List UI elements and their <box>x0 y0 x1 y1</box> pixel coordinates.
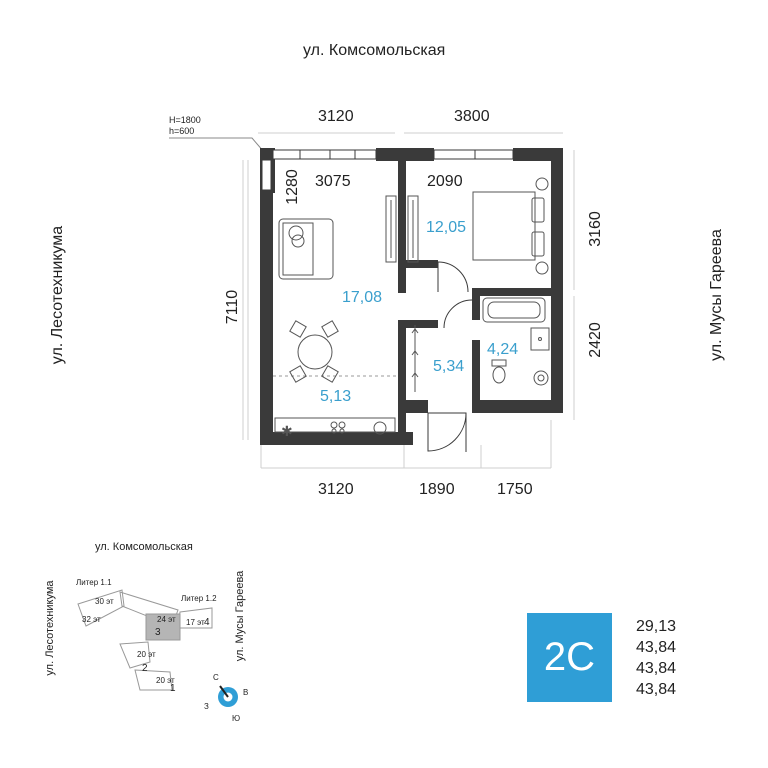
sofa-icon <box>278 218 334 280</box>
room-area-kitchen: 5,13 <box>320 388 352 405</box>
doors <box>427 261 473 452</box>
compass-icon <box>218 685 238 707</box>
dim-top-right: 3800 <box>454 108 490 125</box>
dim-bottom-left: 3120 <box>318 481 354 498</box>
site-section-1: 1 <box>170 683 176 694</box>
site-section-3: 3 <box>155 627 161 638</box>
site-section-2: 2 <box>142 663 148 674</box>
site-floors-32: 32 эт <box>82 615 101 624</box>
room-area-bath: 4,24 <box>487 341 519 358</box>
window-height-note: H=1800 h=600 <box>169 115 201 137</box>
bathtub-icon <box>482 297 546 323</box>
area-value: 43,84 <box>636 660 677 677</box>
area-value: 43,84 <box>636 639 677 656</box>
area-value: 43,84 <box>636 681 677 698</box>
dim-bottom-right: 1750 <box>497 481 533 498</box>
window-note-line1: H=1800 <box>169 115 201 125</box>
compass-east: В <box>243 688 249 697</box>
walls <box>260 148 563 445</box>
dim-inner-living-width: 3075 <box>315 173 351 190</box>
dining-table-icon <box>289 320 339 383</box>
areas-list: 29,13 43,84 43,84 43,84 <box>636 616 676 700</box>
site-street-top: ул. Комсомольская <box>95 541 193 553</box>
room-area-living: 17,08 <box>342 289 383 306</box>
site-liter-1-2: Литер 1.2 <box>181 594 217 603</box>
svg-text:✱: ✱ <box>281 424 293 440</box>
site-floors-30: 30 эт <box>95 597 114 606</box>
dim-inner-bedroom-width: 2090 <box>427 173 463 190</box>
washing-machine-icon <box>533 370 549 386</box>
site-floors-20a: 20 эт <box>137 650 156 659</box>
window-note-line2: h=600 <box>169 126 195 136</box>
site-liter-1-1: Литер 1.1 <box>76 578 112 587</box>
sink-icon <box>530 327 550 351</box>
bed-icon <box>472 177 549 275</box>
site-section-4: 4 <box>204 617 210 628</box>
tv-cabinet-icon <box>385 195 419 263</box>
dim-top-left: 3120 <box>318 108 354 125</box>
area-value: 29,13 <box>636 618 677 635</box>
compass-south: Ю <box>232 714 241 723</box>
compass-north: С <box>213 673 219 682</box>
site-building-current <box>145 613 181 641</box>
street-top-label: ул. Комсомольская <box>303 42 446 59</box>
dimension-lines <box>242 132 575 469</box>
windows <box>261 149 514 191</box>
apartment-type-badge: 2С <box>527 613 612 702</box>
site-floors-24: 24 эт <box>157 615 176 624</box>
hanger-icons <box>411 325 419 392</box>
apartment-type-label: 2С <box>543 635 596 679</box>
site-floors-20b: 20 эт <box>156 676 175 685</box>
dim-bottom-mid: 1890 <box>419 481 455 498</box>
room-area-hall: 5,34 <box>433 358 465 375</box>
toilet-icon <box>491 359 507 384</box>
site-floors-17: 17 эт <box>186 618 205 627</box>
room-area-bedroom: 12,05 <box>426 219 467 236</box>
compass-west: З <box>204 702 209 711</box>
window-note-leader <box>169 137 265 153</box>
kitchen-counter-icon: ✱ <box>274 417 396 440</box>
window-mullions <box>299 150 476 159</box>
